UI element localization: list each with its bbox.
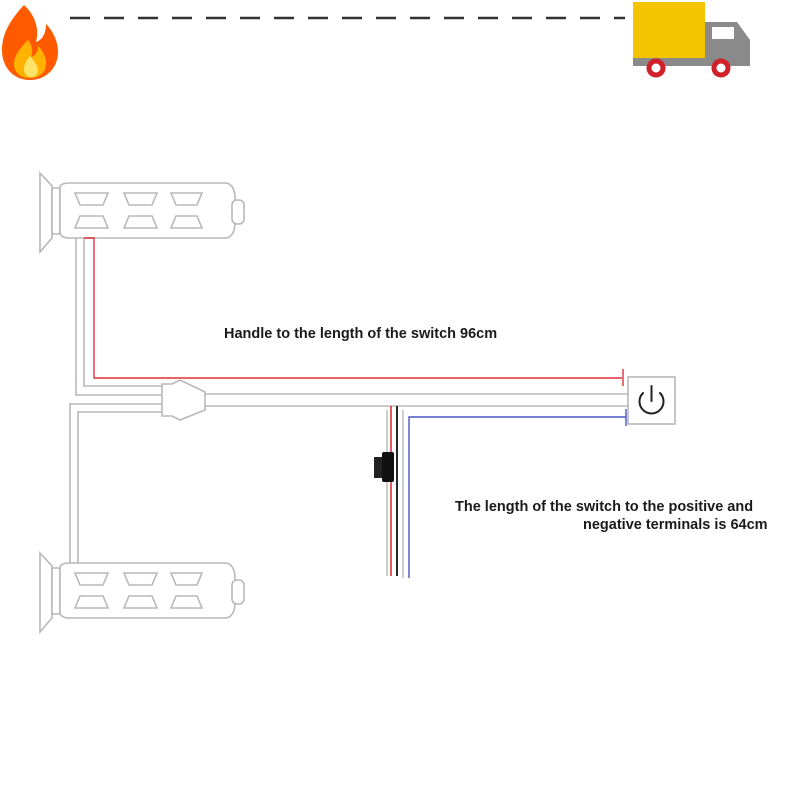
delivery-truck-icon — [633, 2, 750, 78]
top-handle-cable — [75, 238, 162, 396]
inline-fuse-holder — [374, 452, 394, 482]
bottom-handle-cable — [69, 403, 162, 563]
red-wire-top — [84, 237, 622, 379]
switch-length-label-line2: negative terminals is 64cm — [583, 517, 768, 533]
cable-splitter — [161, 379, 206, 421]
bottom-handle-grip — [39, 550, 245, 635]
power-lead — [386, 406, 627, 578]
switch-length-label-line1: The length of the switch to the positive… — [455, 499, 754, 515]
main-cable — [205, 393, 628, 407]
power-icon — [638, 385, 665, 415]
flame-icon — [2, 5, 58, 80]
handle-length-label: Handle to the length of the switch 96cm — [224, 326, 498, 342]
top-handle-grip — [39, 170, 245, 255]
power-switch[interactable] — [627, 376, 676, 425]
